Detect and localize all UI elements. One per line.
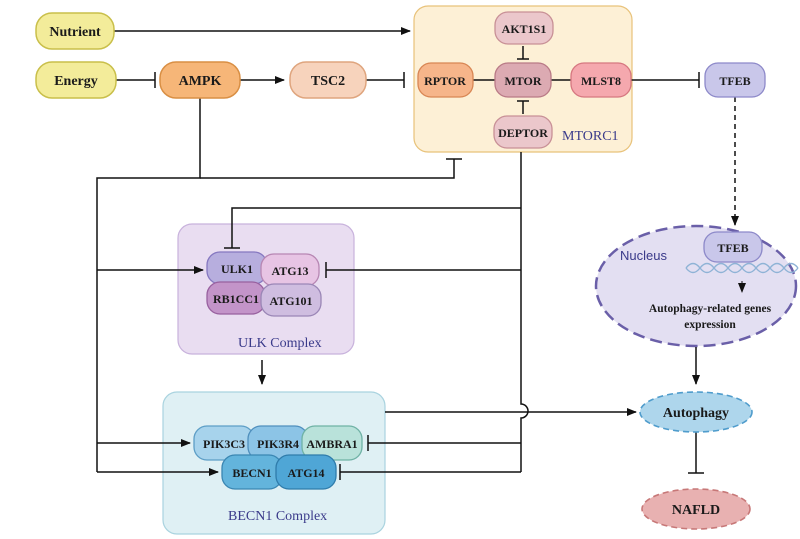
autophagy-node: Autophagy	[639, 391, 753, 433]
becn1-node: BECN1	[221, 454, 283, 490]
ulk-complex-caption: ULK Complex	[238, 336, 322, 351]
rb1cc1-label: RB1CC1	[213, 292, 259, 306]
ambra1-node: AMBRA1	[301, 425, 363, 461]
pik3c3-node: PIK3C3	[193, 425, 255, 461]
akt1s1-label: AKT1S1	[502, 22, 547, 36]
atg101-node: ATG101	[260, 283, 322, 317]
deptor-node: DEPTOR	[493, 115, 553, 149]
dna-helix-icon	[685, 262, 799, 274]
rptor-node: RPTOR	[417, 62, 474, 98]
genes-line1: Autophagy-related genes	[649, 303, 772, 315]
mtor-trunk	[520, 152, 529, 472]
nutrient-label: Nutrient	[49, 25, 101, 40]
pik3r4-label: PIK3R4	[257, 437, 299, 451]
ampk-node: AMPK	[159, 61, 241, 99]
energy-label: Energy	[54, 74, 98, 89]
tfeb-node: TFEB	[704, 62, 766, 98]
nafld-label: NAFLD	[672, 503, 720, 518]
becn1-complex-caption: BECN1 Complex	[228, 509, 327, 524]
pik3c3-label: PIK3C3	[203, 437, 245, 451]
nafld-node: NAFLD	[641, 488, 751, 530]
atg13-label: ATG13	[271, 264, 308, 278]
ampk-inhibits-mtorc1	[200, 159, 455, 179]
akt1s1-node: AKT1S1	[494, 11, 554, 45]
deptor-label: DEPTOR	[498, 126, 548, 140]
rb1cc1-node: RB1CC1	[206, 281, 266, 315]
mtorc1-caption: MTORC1	[562, 129, 619, 144]
ampk-label: AMPK	[179, 74, 222, 89]
pik3r4-node: PIK3R4	[247, 425, 309, 461]
ambra1-label: AMBRA1	[306, 437, 357, 451]
autophagy-label: Autophagy	[663, 406, 729, 421]
atg101-label: ATG101	[269, 294, 312, 308]
ulk1-node: ULK1	[206, 251, 268, 285]
nucleus-tfeb-label: TFEB	[717, 241, 748, 255]
genes-line2: expression	[684, 319, 736, 331]
energy-node: Energy	[35, 61, 117, 99]
mtor-node: MTOR	[494, 62, 552, 98]
ampk-trunk	[96, 97, 201, 472]
rptor-label: RPTOR	[424, 74, 466, 88]
atg14-label: ATG14	[287, 466, 324, 480]
mtor-inhibits-ulk1	[231, 207, 521, 248]
nutrient-node: Nutrient	[35, 12, 115, 50]
mtor-label: MTOR	[504, 74, 541, 88]
atg13-node: ATG13	[260, 253, 320, 287]
tsc2-label: TSC2	[311, 74, 345, 89]
mlst8-label: MLST8	[581, 74, 621, 88]
nucleus-label: Nucleus	[620, 248, 667, 263]
nucleus-tfeb-node: TFEB	[703, 231, 763, 263]
becn1-label: BECN1	[232, 466, 271, 480]
mlst8-node: MLST8	[570, 62, 632, 98]
atg14-node: ATG14	[275, 454, 337, 490]
ulk1-label: ULK1	[221, 262, 253, 276]
tsc2-node: TSC2	[289, 61, 367, 99]
tfeb-label: TFEB	[719, 74, 750, 88]
